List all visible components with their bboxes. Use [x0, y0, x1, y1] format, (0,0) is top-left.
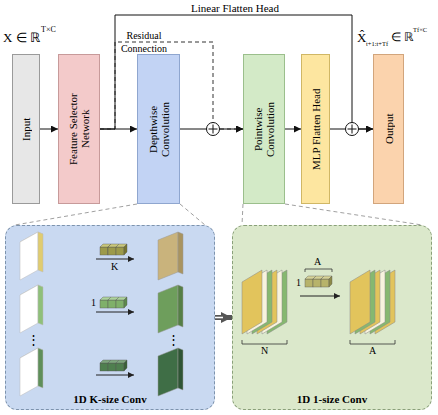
box-label: Output	[383, 59, 395, 199]
output-slab	[178, 348, 183, 390]
kernel-cube	[108, 300, 116, 308]
kernel-cube	[305, 279, 313, 287]
plus-sign	[352, 125, 353, 134]
kernel-cube	[124, 244, 127, 255]
selector-box: Feature Selector Network	[58, 54, 100, 204]
flow-arrow	[285, 129, 301, 130]
add-circle	[207, 123, 220, 136]
output-slab	[178, 285, 183, 327]
head-box: MLP Flatten Head	[301, 54, 330, 204]
transition-arrow	[215, 315, 232, 320]
kernel-cube	[329, 276, 332, 287]
slab-side	[38, 232, 43, 272]
flow-arrow	[180, 129, 243, 130]
box-label: MLP Flatten Head	[310, 59, 322, 199]
conv-box: Depthwise Convolution	[137, 54, 180, 204]
slide-arrow	[300, 296, 340, 297]
kernel-cube	[313, 279, 321, 287]
output-slab	[158, 232, 178, 280]
panel-title: 1D 1-size Conv	[297, 393, 367, 406]
edge-group	[15, 15, 422, 318]
kernel-cube	[100, 247, 108, 255]
input-box: Input	[12, 54, 40, 204]
zoom-line	[180, 204, 205, 225]
box-label: Input	[20, 59, 32, 199]
skip-arrow	[100, 15, 373, 129]
panel-title: 1D K-size Conv	[73, 393, 146, 406]
kernel-cube	[321, 279, 329, 287]
dimension-label: ⋮	[27, 333, 40, 346]
math-label: X ∈ ℝ	[3, 31, 40, 44]
output-box: Output	[373, 54, 404, 204]
slide-arrow	[96, 375, 134, 376]
plus-sign	[213, 125, 214, 134]
slab-face	[20, 232, 38, 280]
dimension-label: N	[261, 346, 268, 356]
arrow-inner	[215, 317, 223, 319]
box-label: Pointwise Convolution	[252, 89, 276, 169]
box-label: Depthwise Convolution	[147, 89, 171, 169]
math-label: X̂	[357, 31, 366, 44]
channel-layer	[242, 270, 262, 334]
slab-face	[20, 285, 38, 333]
kernel-cube	[124, 360, 127, 371]
edge-label: Linear Flatten Head	[170, 2, 300, 14]
kernel-cube	[116, 247, 124, 255]
feature-row	[20, 232, 183, 280]
kernel-cube	[108, 363, 116, 371]
zoom-line	[242, 204, 243, 225]
edge-label: Residual Connection	[117, 29, 171, 55]
dimension-bracket	[305, 269, 332, 272]
dimension-bracket	[242, 340, 287, 344]
zoom-line	[285, 204, 422, 225]
channel-layer	[350, 270, 370, 334]
math-label: Tf×C	[413, 27, 427, 34]
dimension-label: 1	[296, 278, 301, 288]
math-label: t+1:t+Tf	[366, 41, 388, 48]
feature-row	[20, 348, 183, 396]
dimension-label: 1	[91, 298, 96, 308]
output-slab	[158, 348, 178, 396]
kernel-cube	[108, 247, 116, 255]
flow-arrow	[40, 129, 58, 130]
residual-arrow	[100, 42, 243, 129]
math-label: T×C	[41, 26, 56, 34]
math-label: ∈ ℝ	[391, 31, 414, 43]
channel-stack	[350, 270, 395, 344]
slab-face	[20, 348, 38, 396]
kernel-cube	[116, 363, 124, 371]
slide-arrow	[96, 259, 134, 260]
feature-row	[20, 285, 183, 333]
kernel-cube	[100, 363, 108, 371]
dimension-label: A	[314, 257, 321, 267]
dimension-bracket	[350, 340, 395, 344]
channel-stack	[242, 270, 287, 344]
output-slab	[178, 232, 183, 274]
kernel-cube	[116, 300, 124, 308]
add-circle	[346, 123, 359, 136]
sum-node	[346, 123, 359, 136]
box-label: Feature Selector Network	[67, 79, 91, 179]
output-slab	[158, 285, 178, 333]
sum-node	[207, 123, 220, 136]
zoom-line	[15, 204, 137, 225]
dimension-label: K	[111, 262, 118, 272]
slab-side	[38, 348, 43, 388]
kernel-cube	[124, 297, 127, 308]
slide-arrow	[96, 312, 134, 313]
slab-side	[38, 285, 43, 325]
dimension-label: ⋮	[167, 333, 180, 346]
dimension-label: A	[369, 346, 376, 356]
pointwise-kernel	[300, 269, 340, 296]
kernel-cube	[100, 300, 108, 308]
conv-box: Pointwise Convolution	[243, 54, 285, 204]
